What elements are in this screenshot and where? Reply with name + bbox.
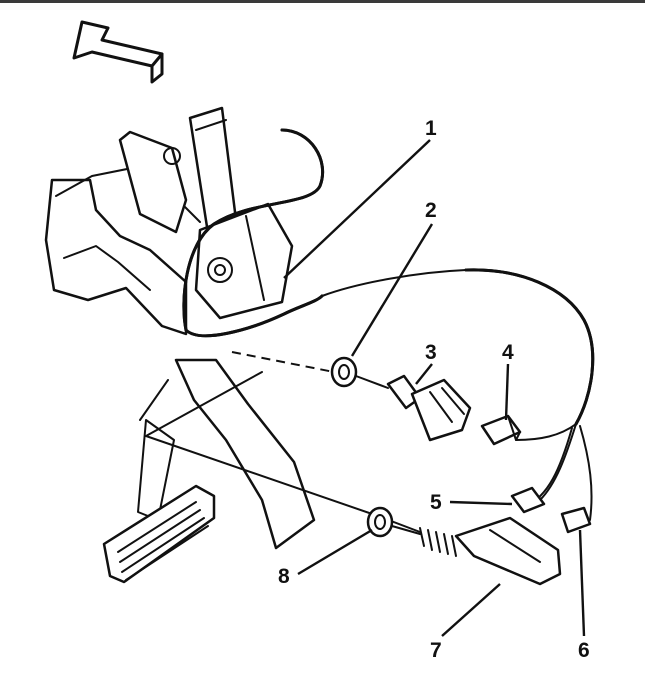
brake-pedal-pad [102, 484, 216, 584]
callout-4: 4 [502, 341, 514, 364]
leader-7 [441, 583, 501, 637]
callout-3: 3 [425, 341, 437, 364]
retainer-clip-lower [366, 506, 394, 538]
top-rule [0, 0, 645, 3]
callout-6: 6 [578, 639, 590, 662]
leader-1 [283, 139, 431, 279]
callout-8: 8 [278, 565, 290, 588]
callout-5: 5 [430, 491, 442, 514]
leader-4 [504, 363, 510, 421]
leader-2 [350, 223, 434, 357]
brake-switch-assembly [391, 516, 562, 586]
stoplamp-switch [355, 374, 472, 442]
callout-2: 2 [425, 199, 437, 222]
connector-4 [480, 414, 522, 446]
install-path-lower [145, 371, 379, 517]
connector-6 [560, 506, 592, 534]
leader-6 [578, 529, 586, 637]
leader-5 [449, 500, 513, 506]
install-path-upper [231, 351, 335, 373]
callout-1: 1 [425, 117, 437, 140]
leader-8 [297, 528, 373, 576]
leader-3 [415, 363, 433, 385]
connector-5 [510, 486, 546, 514]
wiring-harness [182, 128, 595, 521]
retainer-clip-upper [330, 356, 358, 388]
pedal-bracket [44, 106, 294, 336]
forward-arrow-icon [72, 20, 164, 84]
callout-7: 7 [430, 639, 442, 662]
